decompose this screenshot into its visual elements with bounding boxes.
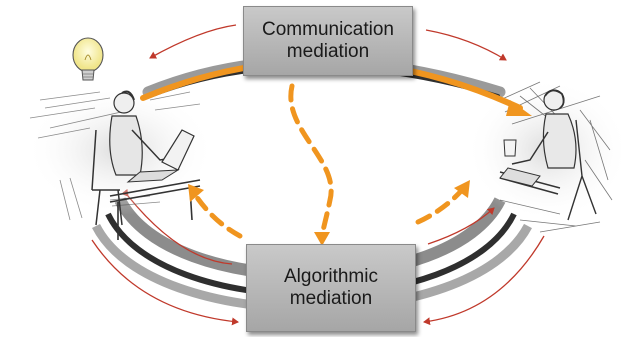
algorithmic-mediation-box: Algorithmic mediation (246, 244, 416, 332)
thin-arrow-top-left (149, 24, 237, 59)
right-person-sketch (466, 78, 621, 233)
dashed-orange-arrows (188, 83, 470, 246)
thin-arrow-mid-right (427, 207, 495, 245)
right-laptop (499, 167, 541, 187)
left-person-sketch (25, 37, 215, 240)
left-chair (91, 129, 123, 226)
left-laptop (161, 129, 195, 171)
communication-mediation-line2: mediation (286, 41, 370, 62)
thin-arrow-bottom-right (423, 235, 545, 326)
left-desk (109, 179, 201, 240)
right-person-torso (542, 113, 577, 169)
communication-mediation-box: Communication mediation (243, 6, 413, 76)
communication-mediation-line1: Communication (262, 19, 394, 41)
left-person-torso (109, 115, 143, 176)
dashed-arrow-left-head (188, 184, 204, 202)
cup-icon (503, 139, 517, 157)
right-person-arm (511, 131, 549, 165)
algorithmic-mediation-line2: mediation (289, 288, 373, 309)
left-sketch-hatching (29, 91, 201, 221)
algorithmic-mediation-line1: Algorithmic (284, 266, 378, 288)
dashed-arrow-right-head (454, 180, 470, 198)
dashed-arrow-center-head (314, 232, 330, 246)
lightbulb-icon (72, 37, 104, 81)
dashed-arrow-left (193, 193, 243, 239)
thin-arrow-top-right (425, 29, 507, 61)
orange-arrow-top-head (506, 100, 532, 116)
right-chair (567, 119, 597, 221)
dashed-arrow-center (288, 83, 334, 241)
dashed-arrow-right (415, 187, 465, 225)
left-person-head (113, 92, 135, 114)
right-sketch-background (466, 78, 621, 222)
thin-arrows (91, 24, 545, 326)
thin-arrow-bottom-left (91, 239, 239, 326)
